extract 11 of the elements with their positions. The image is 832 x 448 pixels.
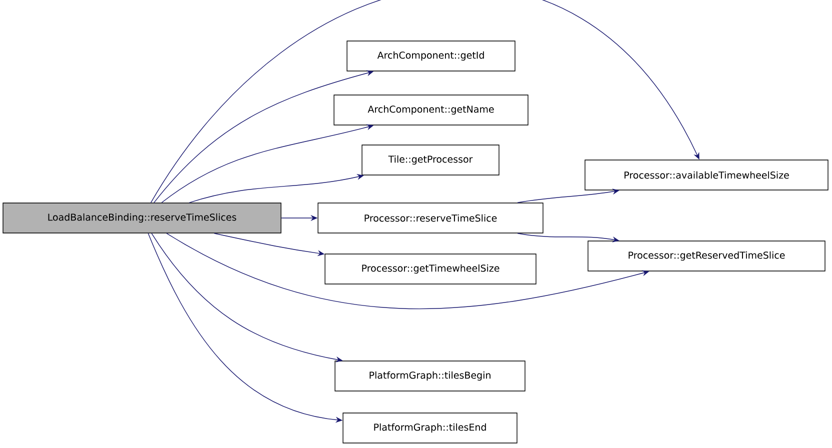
function-box: ArchComponent::getId: [346, 40, 516, 72]
function-box: Processor::availableTimewheelSize: [584, 160, 828, 190]
function-box: LoadBalanceBinding::reserveTimeSlices: [2, 202, 282, 234]
function-box: ArchComponent::getName: [334, 94, 528, 126]
arrow: [150, 0, 700, 203]
function-box: Processor::getReservedTimeSlice: [588, 240, 826, 272]
function-box: Processor::reserveTimeSlice: [318, 202, 544, 234]
function-box: PlatformGraph::tilesEnd: [342, 412, 518, 444]
function-box: PlatformGraph::tilesBegin: [334, 360, 526, 392]
function-box: Tile::getProcessor: [362, 144, 500, 176]
function-box: Processor::getTimewheelSize: [324, 254, 536, 284]
